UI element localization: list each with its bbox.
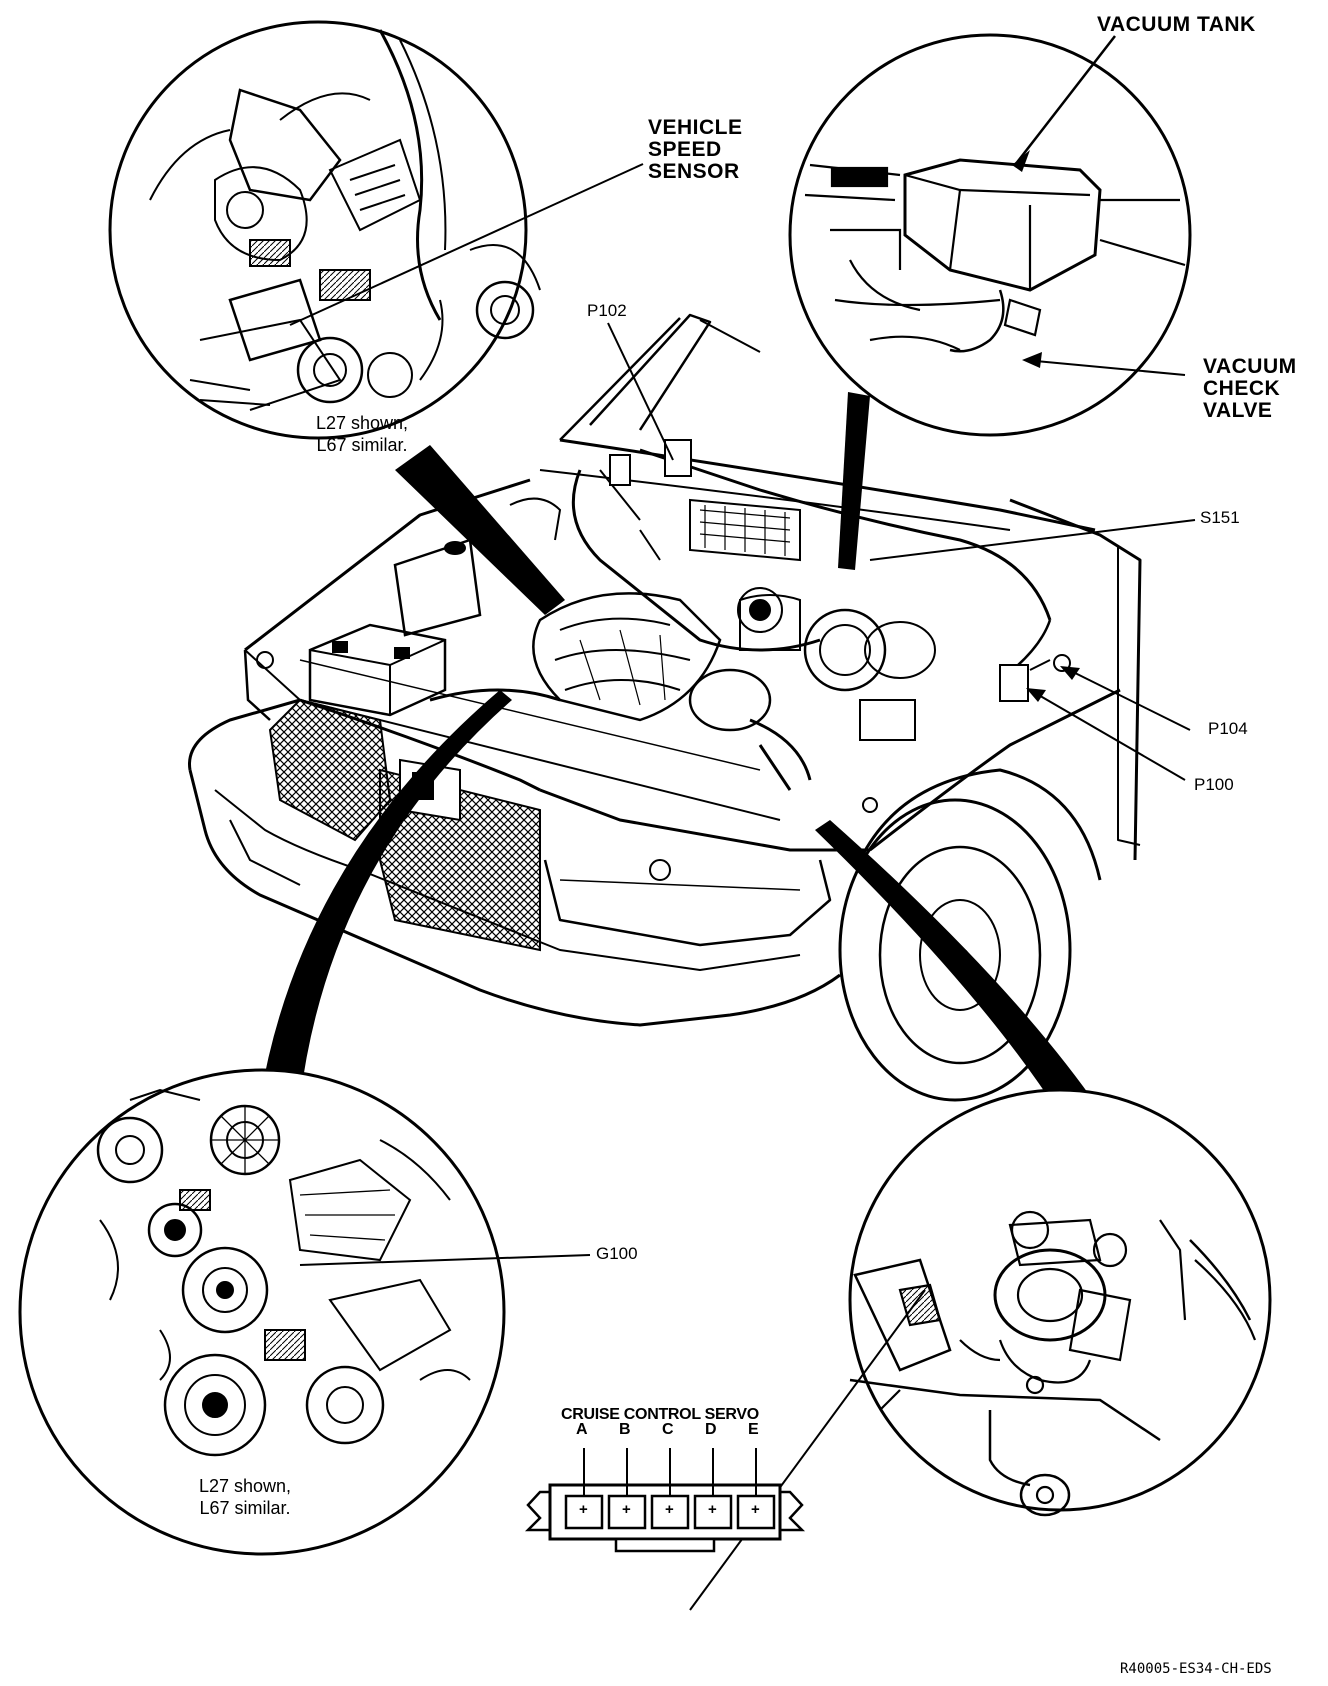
label-vacuum-tank: VACUUM TANK bbox=[1097, 13, 1256, 36]
leader-g100 bbox=[299, 1254, 591, 1266]
inset-speed-sensor bbox=[108, 20, 541, 440]
terminal-plus-c: + bbox=[665, 1501, 674, 1518]
label-p100: P100 bbox=[1194, 775, 1234, 794]
terminal-e bbox=[736, 1494, 776, 1530]
label-vacuum-check-valve: VACUUM CHECK VALVE bbox=[1203, 355, 1297, 423]
leader-lines bbox=[289, 35, 1196, 1611]
inset-cruise-servo bbox=[848, 1088, 1272, 1517]
label-p104: P104 bbox=[1208, 719, 1248, 738]
pin-label-d: D bbox=[705, 1421, 717, 1438]
figure-reference: R40005-ES34-CH-EDS bbox=[1120, 1661, 1272, 1677]
front-grille bbox=[268, 698, 541, 952]
terminal-plus-b: + bbox=[622, 1501, 631, 1518]
leader-vehicle-speed-sensor bbox=[289, 163, 644, 326]
label-cruise-control-servo: CRUISE CONTROL SERVO bbox=[561, 1406, 759, 1423]
label-p102: P102 bbox=[587, 301, 627, 320]
pin-label-e: E bbox=[748, 1421, 759, 1438]
inset-ground-g100 bbox=[18, 1068, 506, 1556]
front-wheel bbox=[838, 768, 1102, 1102]
terminal-plus-e: + bbox=[751, 1501, 760, 1518]
leader-p102 bbox=[607, 322, 674, 461]
note-top-left: L27 shown, L67 similar. bbox=[315, 413, 409, 455]
pin-label-a: A bbox=[576, 1421, 588, 1438]
terminal-b bbox=[607, 1494, 647, 1530]
label-g100: G100 bbox=[596, 1244, 638, 1263]
leader-cruise-servo bbox=[689, 1289, 926, 1611]
leader-s151 bbox=[869, 519, 1196, 561]
leader-p104 bbox=[1064, 667, 1191, 731]
leader-vacuum-tank bbox=[1014, 35, 1116, 166]
label-vehicle-speed-sensor: VEHICLE SPEED SENSOR bbox=[648, 116, 743, 184]
leader-vacuum-check-valve bbox=[1024, 359, 1186, 376]
cruise-servo-connector bbox=[524, 1448, 806, 1553]
engine-compartment bbox=[256, 439, 1071, 881]
terminal-plus-a: + bbox=[579, 1501, 588, 1518]
pin-label-b: B bbox=[619, 1421, 631, 1438]
inset-vacuum-tank bbox=[788, 33, 1192, 437]
terminal-plus-d: + bbox=[708, 1501, 717, 1518]
leader-p100 bbox=[1029, 689, 1186, 781]
note-bottom-left: L27 shown, L67 similar. bbox=[198, 1476, 292, 1518]
pin-label-c: C bbox=[662, 1421, 674, 1438]
callout-bands bbox=[260, 392, 1100, 1115]
car-body bbox=[188, 313, 1142, 1027]
label-s151: S151 bbox=[1200, 508, 1240, 527]
